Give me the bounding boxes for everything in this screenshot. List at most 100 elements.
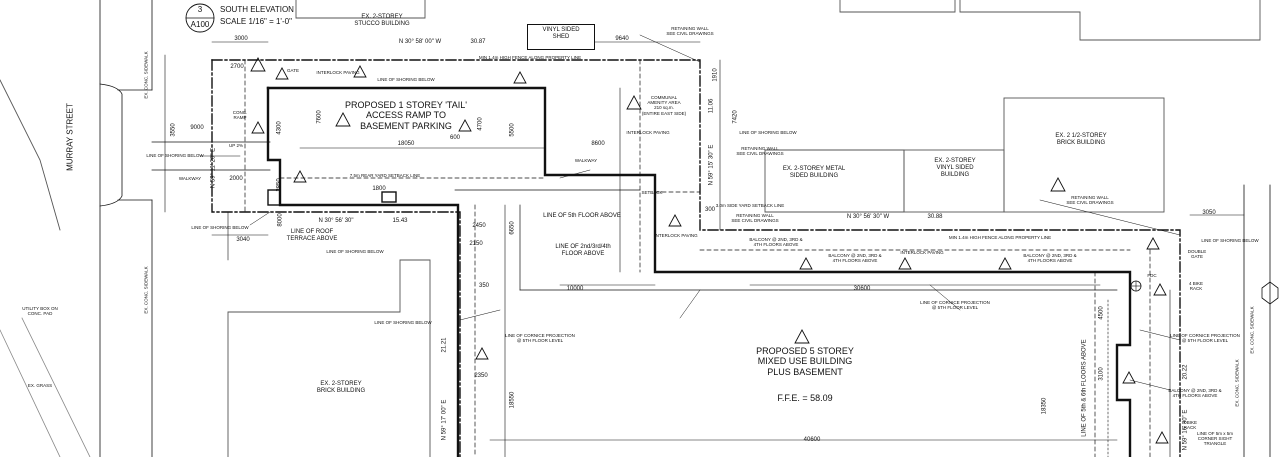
bike-rack-note-2: 4 BIKE RACK	[1182, 420, 1198, 431]
shoring-note-low: LINE OF SHORING BELOW	[374, 320, 432, 325]
up-note: UP 2%	[229, 143, 243, 148]
bearing-top: N 30° 58' 00" W	[398, 39, 442, 45]
shoring-note-left: LINE OF SHORING BELOW	[146, 153, 204, 158]
dim-2450: 2450	[472, 223, 486, 229]
balcony-note-a: BALCONY @ 2ND, 3RD & 4TH FLOORS ABOVE	[749, 237, 803, 248]
drawing-scale: SCALE 1/16" = 1'-0"	[220, 17, 292, 26]
top-right-building-outline	[959, 0, 1261, 41]
dim-350: 350	[478, 283, 490, 289]
dim-300: 300	[704, 207, 716, 213]
elevation-title: SOUTH ELEVATION	[220, 5, 294, 14]
cornice-note-right: LINE OF CORNICE PROJECTION @ 5TH FLOOR L…	[920, 300, 990, 311]
dimension-lines	[164, 41, 1245, 457]
roof-terrace-note: LINE OF ROOF TERRACE ABOVE	[286, 229, 338, 242]
dim-18050: 18050	[397, 141, 415, 147]
sheet-number: A100	[190, 20, 210, 29]
proposed-building-outline	[266, 86, 1132, 457]
balcony-note-c: BALCONY @ 2ND, 3RD & 4TH FLOORS ABOVE	[1023, 253, 1077, 264]
fence-note-top: MIN 1.4m HIGH FENCE ALONG PROPERTY LINE	[478, 55, 582, 60]
tail-label: PROPOSED 1 STOREY 'TAIL' ACCESS RAMP TO …	[345, 100, 467, 131]
floor234-note: LINE OF 2nd/3rd/4th FLOOR ABOVE	[555, 244, 611, 257]
cornice-lines	[454, 189, 1118, 291]
setback-note: 7.5m REAR YARD SETBACK LINE	[349, 173, 421, 178]
retaining-note-far: RETAINING WALL SEE CIVIL DRAWINGS	[1066, 195, 1114, 206]
shoring-note-mid: LINE OF SHORING BELOW	[326, 249, 384, 254]
dim-2350: 2350	[474, 373, 488, 379]
walkway-right: WALKWAY	[574, 158, 598, 163]
right-edge-marker	[1261, 281, 1279, 305]
stucco-building-outline	[295, 0, 426, 19]
corner-note: LINE OF 5m x 5m CORNER SIGHT TRIANGLE	[1196, 431, 1234, 447]
balcony-note-d: BALCONY @ 2ND, 3RD & 4TH FLOORS ABOVE	[1168, 388, 1222, 399]
interlock-mid: INTERLOCK PAVING	[626, 130, 670, 135]
dim-600: 600	[449, 135, 461, 141]
brick-right-label: EX. 2 1/2-STOREY BRICK BUILDING	[1055, 133, 1107, 146]
far-left-edge	[0, 79, 61, 231]
dim-9000: 9000	[190, 125, 204, 131]
shed-label: VINYL SIDED SHED	[542, 27, 580, 40]
property-line	[211, 59, 1181, 457]
brick-left-label: EX. 2-STOREY BRICK BUILDING	[316, 381, 366, 394]
dim-30600: 30600	[853, 286, 871, 292]
bearing-terrace-dist: 15.43	[392, 218, 408, 224]
dim-1800: 1800	[372, 186, 386, 192]
brick-left-outline	[227, 259, 431, 457]
amenity-label: COMMUNAL AMENITY AREA 210 sq.m. (ENTIRE …	[641, 95, 687, 116]
interlock-low: INTERLOCK PAVING	[654, 233, 698, 238]
bike-rack-note: 4 BIKE RACK	[1188, 281, 1204, 292]
dim-3040: 3040	[236, 237, 250, 243]
bearing-terrace: N 30° 56' 30"	[318, 218, 354, 224]
grass-note: EX. GRASS	[27, 383, 53, 388]
shed-box	[527, 24, 595, 50]
fence-note-mid: MIN 1.4m HIGH FENCE ALONG PROPERTY LINE	[948, 235, 1052, 240]
dim-3050: 3050	[1202, 210, 1216, 216]
dim-10000: 10000	[566, 286, 584, 292]
leader-lines	[199, 34, 1181, 391]
balcony-note-b: BALCONY @ 2ND, 3RD & 4TH FLOORS ABOVE	[828, 253, 882, 264]
cornice-note-left: LINE OF CORNICE PROJECTION @ 5TH FLOOR L…	[505, 333, 575, 344]
cornice-note-far: LINE OF CORNICE PROJECTION @ 5TH FLOOR L…	[1170, 333, 1240, 344]
dim-40600: 40600	[803, 437, 821, 443]
double-gate-note: DOUBLE GATE	[1187, 249, 1207, 260]
utility-note: UTILITY BOX ON CONC. PAD	[22, 306, 58, 317]
retaining-note-top: RETAINING WALL SEE CIVIL DRAWINGS	[666, 26, 714, 37]
detail-number: 3	[197, 5, 203, 14]
metal-building-label: EX. 2-STOREY METAL SIDED BUILDING	[782, 166, 846, 179]
shoring-note-left2: LINE OF SHORING BELOW	[191, 225, 249, 230]
metal-building-outline	[764, 149, 905, 213]
shoring-note-far: LINE OF SHORING BELOW	[1201, 238, 1259, 243]
fdc-label: FDC	[1147, 273, 1157, 278]
warning-triangles	[250, 57, 1169, 444]
bearing-top-dist: 30.87	[470, 39, 486, 45]
retaining-note-right: RETAINING WALL SEE CIVIL DRAWINGS	[736, 146, 784, 157]
shoring-note-top: LINE OF SHORING BELOW	[377, 77, 435, 82]
dim-8600: 8600	[591, 141, 605, 147]
ramp-note: CONC. RAMP	[232, 110, 248, 121]
bearing-mid-dist: 30.88	[927, 214, 943, 220]
dim-2000: 2000	[229, 176, 243, 182]
dim-9640: 9640	[615, 36, 629, 42]
setback-lines	[244, 59, 1151, 457]
interlock-top: INTERLOCK PAVING	[316, 70, 360, 75]
brick-right-outline	[1003, 97, 1165, 213]
stucco-building-label: EX. 2-STOREY STUCCO BUILDING	[354, 14, 410, 27]
floor5-note: LINE OF 5th FLOOR ABOVE	[543, 213, 621, 219]
gate-note: GATE	[287, 68, 299, 73]
dim-2700: 2700	[230, 64, 244, 70]
dim-2150: 2150	[469, 241, 483, 247]
bearing-mid: N 30° 56' 30" W	[846, 214, 890, 220]
detail-marks	[267, 189, 1109, 457]
upper-right-building-outline	[839, 0, 956, 13]
walkway-left: WALKWAY	[178, 176, 202, 181]
shoring-note-right: LINE OF SHORING BELOW	[739, 130, 797, 135]
retaining-note-low: RETAINING WALL SEE CIVIL DRAWINGS	[731, 213, 779, 224]
interlock-right: INTERLOCK PAVING	[900, 250, 944, 255]
ffe-label: F.F.E. = 58.09	[777, 393, 833, 403]
sideyard-note: 3.0m SIDE YARD SETBACK LINE	[715, 203, 785, 208]
dim-3000: 3000	[234, 36, 248, 42]
main-building-label: PROPOSED 5 STOREY MIXED USE BUILDING PLU…	[756, 346, 854, 377]
setback-word: SETBACK	[641, 190, 663, 195]
